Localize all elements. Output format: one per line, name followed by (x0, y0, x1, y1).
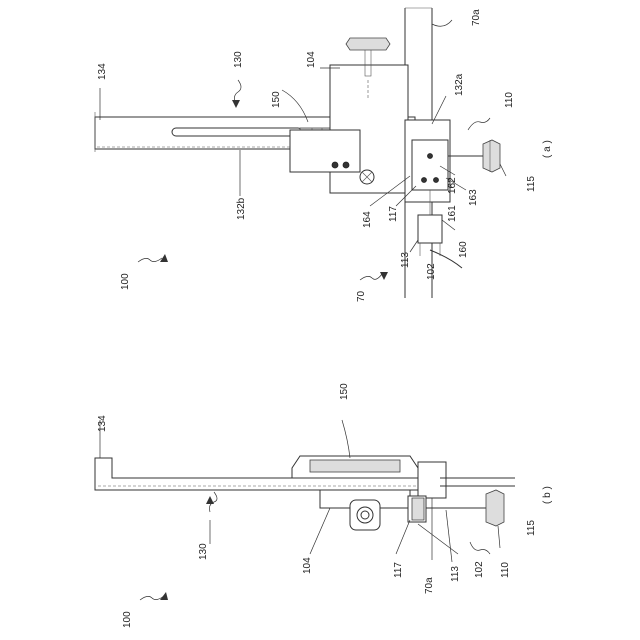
label-b-115: 115 (526, 520, 537, 536)
label-70: 70 (356, 290, 367, 302)
label-134: 134 (97, 63, 108, 80)
label-110: 110 (504, 92, 515, 108)
label-b-130: 130 (198, 543, 209, 560)
screw-1 (332, 162, 338, 168)
ref-arrow-100 (138, 258, 162, 262)
label-164: 164 (362, 211, 373, 228)
label-104: 104 (306, 51, 317, 68)
caption-b: ( b ) (542, 486, 553, 504)
figure-a: 70a 104 130 134 150 132a 110 115 162 163… (95, 8, 553, 302)
caption-a: ( a ) (542, 140, 553, 158)
arm-slot (172, 128, 302, 136)
lock-162 (412, 140, 448, 190)
label-132a: 132a (454, 73, 465, 96)
label-115: 115 (526, 176, 537, 192)
ref-arrow-110 (468, 118, 490, 130)
screw-2 (343, 162, 349, 168)
spring-150-body (310, 460, 400, 472)
label-113: 113 (400, 252, 411, 268)
label-b-70a: 70a (424, 577, 435, 594)
clamp-side (418, 462, 446, 498)
label-162: 162 (447, 177, 458, 194)
knob-115 (483, 140, 500, 172)
label-102: 102 (426, 263, 437, 280)
label-150: 150 (271, 91, 282, 108)
label-b-117: 117 (393, 562, 404, 578)
label-160: 160 (458, 241, 469, 258)
label-132b: 132b (236, 197, 247, 220)
plate (290, 130, 360, 172)
label-161: 161 (447, 205, 458, 222)
cylinder-102 (418, 215, 442, 243)
label-b-110: 110 (500, 562, 511, 578)
label-b-100: 100 (122, 611, 133, 628)
label-70a: 70a (471, 9, 482, 26)
label-100: 100 (120, 273, 131, 290)
label-b-113: 113 (450, 566, 461, 582)
label-b-104: 104 (302, 557, 313, 574)
figure-b: 134 150 130 100 104 117 70a 113 102 110 … (95, 383, 553, 628)
label-130: 130 (233, 51, 244, 68)
label-b-134: 134 (97, 415, 108, 432)
label-163: 163 (468, 189, 479, 206)
label-b-150: 150 (339, 383, 350, 400)
top-knob (346, 38, 390, 50)
knob-115-side (486, 490, 504, 526)
ref-arrow-70 (360, 274, 382, 280)
label-117: 117 (388, 206, 399, 222)
label-b-102: 102 (474, 561, 485, 578)
